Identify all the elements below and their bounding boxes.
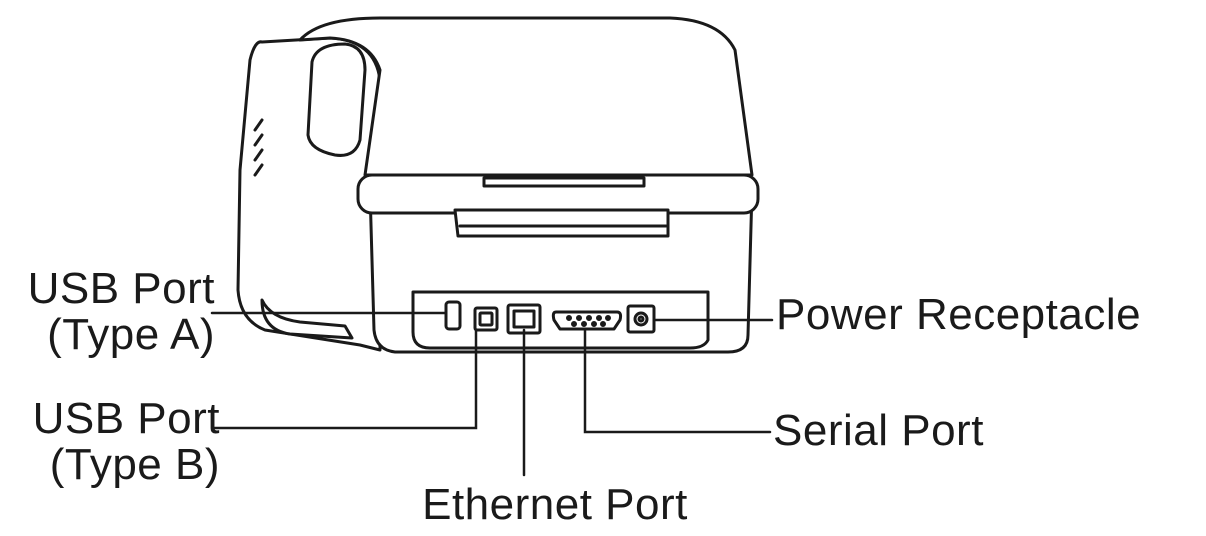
serial-port <box>551 310 623 331</box>
serial-label: Serial Port <box>773 408 1033 454</box>
callout-usb-b <box>212 328 478 430</box>
usb-a-label: USB Port (Type A) <box>10 266 215 358</box>
power-label-text: Power Receptacle <box>776 290 1142 339</box>
side-window <box>306 42 367 157</box>
serial-label-text: Serial Port <box>773 406 984 455</box>
usb-b-label-line2: (Type B) <box>49 440 220 489</box>
usb-a-port <box>444 300 462 331</box>
power-label: Power Receptacle <box>776 292 1201 338</box>
printer-top-cover <box>298 16 754 177</box>
left-foot <box>260 298 354 340</box>
usb-a-label-line1: USB Port <box>27 264 215 313</box>
ethernet-label-text: Ethernet Port <box>422 480 688 529</box>
paper-slot <box>453 208 670 238</box>
usb-b-label-line1: USB Port <box>32 394 220 443</box>
callout-serial <box>583 328 772 434</box>
ethernet-label: Ethernet Port <box>385 482 725 528</box>
usb-b-label: USB Port (Type B) <box>10 396 220 488</box>
usb-a-label-line2: (Type A) <box>47 310 215 359</box>
